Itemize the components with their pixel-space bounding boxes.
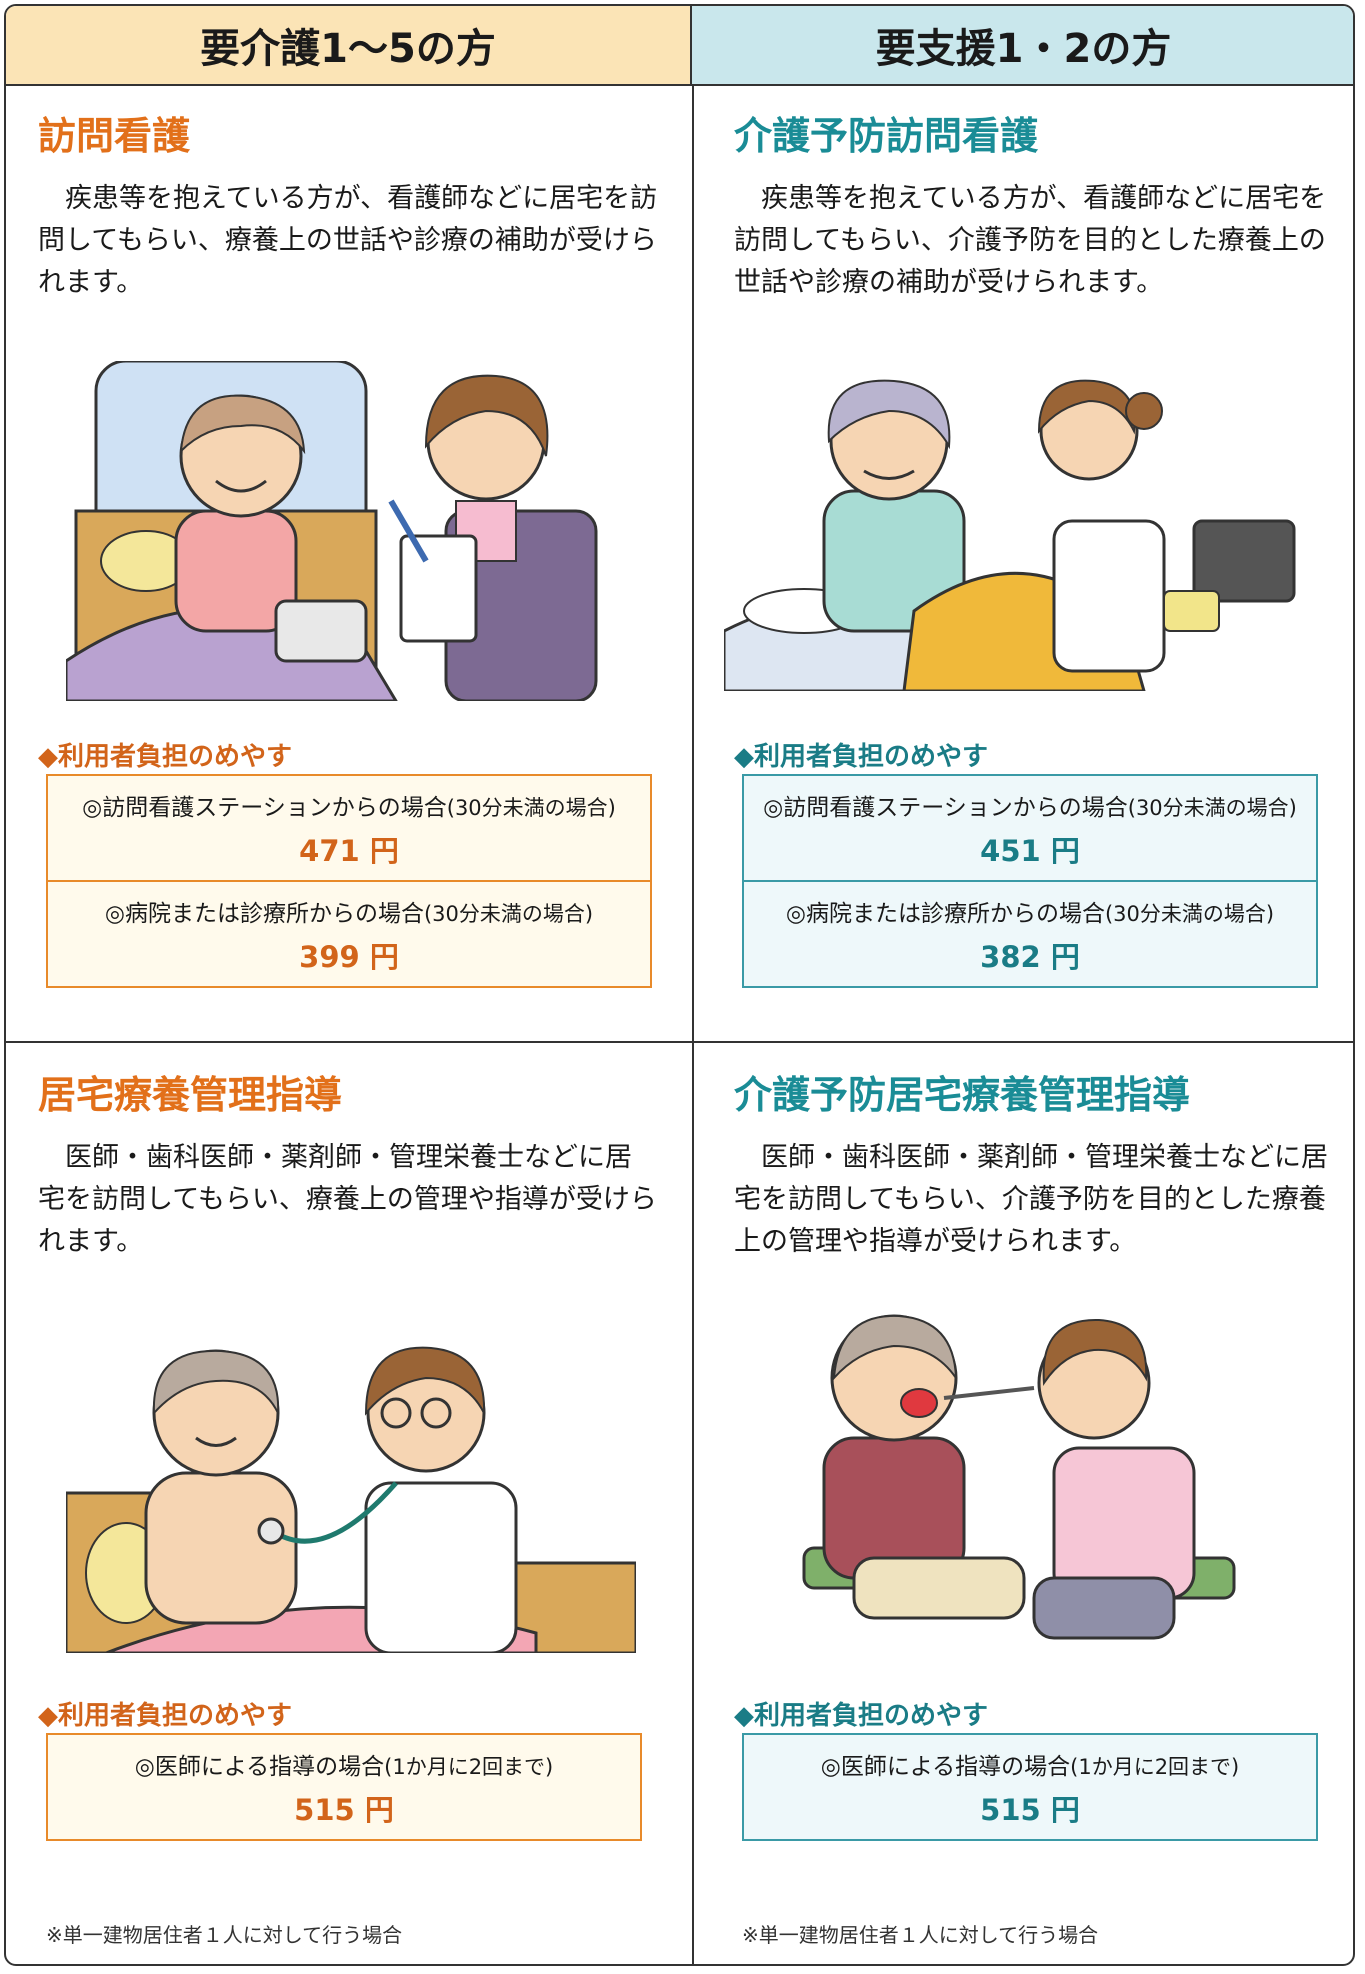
burden-heading: ◆利用者負担のめやす: [38, 742, 292, 772]
preventive-home-care-guidance-section: 介護予防居宅療養管理指導 医師・歯科医師・薬剤師・管理栄養士などに居宅を訪問して…: [694, 1043, 1353, 1964]
fee-amount: 515: [294, 1793, 355, 1827]
fee-box: ◎訪問看護ステーションからの場合(30分未満の場合) 451 円 ◎病院または診…: [742, 774, 1318, 988]
fee-row-station: ◎訪問看護ステーションからの場合(30分未満の場合) 471 円: [48, 776, 650, 880]
section-description: 医師・歯科医師・薬剤師・管理栄養士などに居宅を訪問してもらい、介護予防を目的とし…: [734, 1141, 1328, 1257]
fee-label: ◎医師による指導の場合: [820, 1754, 1071, 1780]
burden-heading: ◆利用者負担のめやす: [734, 742, 988, 772]
footnote: ※単一建物居住者１人に対して行う場合: [46, 1923, 403, 1947]
yen-unit: 円: [364, 1793, 394, 1827]
section-description: 疾患等を抱えている方が、看護師などに居宅を訪問してもらい、療養上の世話や診療の補…: [38, 182, 658, 298]
service-sheet: 要介護1～5の方 要支援1・2の方 訪問看護 疾患等を抱えている方が、看護師など…: [4, 4, 1355, 1966]
fee-row-doctor: ◎医師による指導の場合(1か月に2回まで) 515 円: [744, 1735, 1316, 1839]
fee-condition: (1か月に2回まで): [1070, 1755, 1240, 1779]
fee-box: ◎訪問看護ステーションからの場合(30分未満の場合) 471 円 ◎病院または診…: [46, 774, 652, 988]
header-support-level: 要支援1・2の方: [692, 6, 1353, 86]
section-description: 疾患等を抱えている方が、看護師などに居宅を訪問してもらい、介護予防を目的とした療…: [734, 182, 1327, 298]
yen-unit: 円: [1050, 1793, 1080, 1827]
yen-unit: 円: [1050, 940, 1080, 974]
header-care-level: 要介護1～5の方: [6, 6, 692, 86]
doctor-exam-illustration: [66, 1346, 636, 1653]
fee-row-hospital: ◎病院または診療所からの場合(30分未満の場合) 399 円: [48, 880, 650, 986]
fee-row-hospital: ◎病院または診療所からの場合(30分未満の場合) 382 円: [744, 880, 1316, 986]
nurse-visit-illustration: [66, 361, 598, 701]
fee-box: ◎医師による指導の場合(1か月に2回まで) 515 円: [46, 1733, 642, 1841]
home-nursing-section: 訪問看護 疾患等を抱えている方が、看護師などに居宅を訪問してもらい、療養上の世話…: [6, 86, 692, 1041]
section-title: 介護予防居宅療養管理指導: [734, 1073, 1191, 1117]
preventive-home-nursing-section: 介護予防訪問看護 疾患等を抱えている方が、看護師などに居宅を訪問してもらい、介護…: [694, 86, 1353, 1041]
section-title: 訪問看護: [38, 114, 191, 158]
fee-amount: 471: [299, 834, 360, 868]
fee-row-doctor: ◎医師による指導の場合(1か月に2回まで) 515 円: [48, 1735, 640, 1839]
fee-amount: 382: [980, 940, 1041, 974]
fee-row-station: ◎訪問看護ステーションからの場合(30分未満の場合) 451 円: [744, 776, 1316, 880]
section-title: 介護予防訪問看護: [734, 114, 1039, 158]
burden-heading: ◆利用者負担のめやす: [734, 1701, 988, 1731]
fee-amount: 451: [980, 834, 1041, 868]
column-divider: [692, 86, 694, 1964]
yen-unit: 円: [369, 940, 399, 974]
fee-condition: (30分未満の場合): [1104, 902, 1275, 926]
fee-label: ◎病院または診療所からの場合: [785, 901, 1105, 927]
fee-box: ◎医師による指導の場合(1か月に2回まで) 515 円: [742, 1733, 1318, 1841]
yen-unit: 円: [1050, 834, 1080, 868]
fee-label: ◎訪問看護ステーションからの場合: [763, 795, 1128, 821]
yen-unit: 円: [369, 834, 399, 868]
nurse-checkup-illustration: [724, 379, 1296, 691]
home-care-guidance-section: 居宅療養管理指導 医師・歯科医師・薬剤師・管理栄養士などに居宅を訪問してもらい、…: [6, 1043, 692, 1964]
fee-label: ◎医師による指導の場合: [134, 1754, 385, 1780]
fee-condition: (1か月に2回まで): [384, 1755, 554, 1779]
section-title: 居宅療養管理指導: [38, 1073, 343, 1117]
fee-condition: (30分未満の場合): [1127, 796, 1297, 820]
fee-condition: (30分未満の場合): [446, 796, 616, 820]
fee-amount: 515: [980, 1793, 1041, 1827]
burden-heading: ◆利用者負担のめやす: [38, 1701, 292, 1731]
fee-label: ◎病院または診療所からの場合: [104, 901, 424, 927]
row-divider: [6, 1041, 1353, 1043]
dental-check-illustration: [802, 1314, 1236, 1640]
fee-condition: (30分未満の場合): [423, 902, 594, 926]
fee-amount: 399: [299, 940, 360, 974]
footnote: ※単一建物居住者１人に対して行う場合: [742, 1923, 1099, 1947]
fee-label: ◎訪問看護ステーションからの場合: [82, 795, 447, 821]
section-description: 医師・歯科医師・薬剤師・管理栄養士などに居宅を訪問してもらい、療養上の管理や指導…: [38, 1141, 657, 1257]
